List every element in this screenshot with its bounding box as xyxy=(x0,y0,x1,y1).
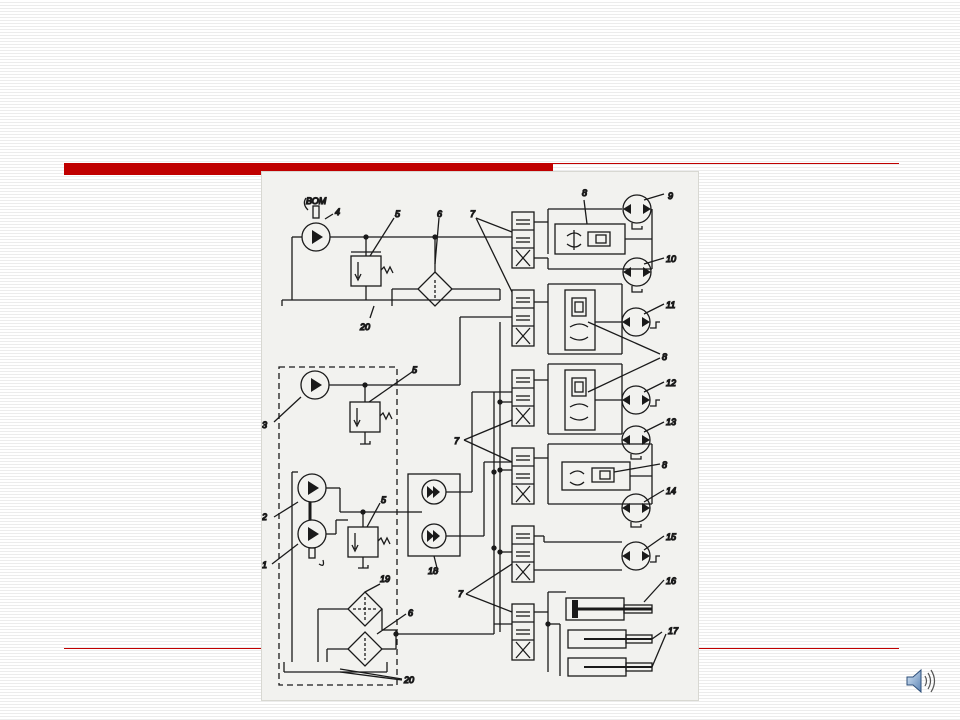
label-13: 13 xyxy=(666,417,676,427)
label-4: 4 xyxy=(335,207,340,217)
filter-6-low xyxy=(347,631,383,667)
motor-14 xyxy=(621,493,651,528)
throttle-block-8-mid-b xyxy=(564,369,596,431)
label-10: 10 xyxy=(666,254,676,264)
pump-2 xyxy=(297,473,327,503)
label-18: 18 xyxy=(428,566,438,576)
label-2: 2 xyxy=(262,512,267,522)
label-16: 16 xyxy=(666,576,676,586)
label-20-low: 20 xyxy=(403,675,414,685)
motor-12 xyxy=(621,385,660,415)
throttle-block-8-low xyxy=(561,461,631,491)
label-14: 14 xyxy=(666,486,676,496)
label-vom: ВОМ xyxy=(306,196,327,206)
distributor-3 xyxy=(511,369,535,427)
label-11: 11 xyxy=(666,300,675,310)
label-20-top: 20 xyxy=(359,322,370,332)
filter-6-top xyxy=(391,237,501,307)
motor-9 xyxy=(622,194,652,230)
distributor-4 xyxy=(511,447,535,505)
distributor-1 xyxy=(511,211,535,269)
relief-valve-5-mid xyxy=(349,385,393,445)
motor-13 xyxy=(621,425,651,460)
label-17: 17 xyxy=(668,626,679,636)
filter-19 xyxy=(347,591,383,627)
distributor-6 xyxy=(511,603,535,661)
relief-valve-5-low xyxy=(347,512,391,569)
label-5-mid: 5 xyxy=(412,365,418,375)
motor-11 xyxy=(621,307,660,337)
cylinder-16 xyxy=(565,597,653,621)
label-8-mid: 8 xyxy=(662,352,667,362)
label-7-top: 7 xyxy=(470,209,476,219)
motor-15 xyxy=(621,541,660,571)
title-accent-line xyxy=(553,163,899,164)
label-7-low: 7 xyxy=(458,589,464,599)
label-6-low: 6 xyxy=(408,608,413,618)
label-8-top: 8 xyxy=(582,188,587,198)
cylinders-17 xyxy=(567,629,653,677)
label-19: 19 xyxy=(380,574,390,584)
label-6-top: 6 xyxy=(437,209,442,219)
label-3: 3 xyxy=(262,420,267,430)
hydraulic-schematic-figure: ВОМ 4 5 6 7 20 8 9 10 11 8 5 12 3 13 7 8… xyxy=(261,171,699,701)
schematic-svg: ВОМ 4 5 6 7 20 8 9 10 11 8 5 12 3 13 7 8… xyxy=(262,187,680,686)
label-5-top: 5 xyxy=(395,209,401,219)
pump-enclosure xyxy=(278,366,398,686)
distributor-5 xyxy=(511,525,535,583)
pump-3 xyxy=(300,370,330,400)
relief-valve-5-top xyxy=(350,237,394,300)
throttle-block-8-mid-a xyxy=(564,289,596,351)
motor-10 xyxy=(622,257,652,293)
distributor-2 xyxy=(511,289,535,347)
throttle-block-8-top xyxy=(554,223,626,255)
label-5-low: 5 xyxy=(381,495,387,505)
label-8-low: 8 xyxy=(662,460,667,470)
pump-group-18 xyxy=(407,473,461,557)
speaker-icon[interactable] xyxy=(904,666,938,696)
pump-1 xyxy=(297,519,327,566)
label-12: 12 xyxy=(666,378,676,388)
label-15: 15 xyxy=(666,532,677,542)
distributor-valves-7 xyxy=(511,211,535,661)
label-9: 9 xyxy=(668,191,673,201)
label-7-mid: 7 xyxy=(454,436,460,446)
label-1: 1 xyxy=(262,560,267,570)
